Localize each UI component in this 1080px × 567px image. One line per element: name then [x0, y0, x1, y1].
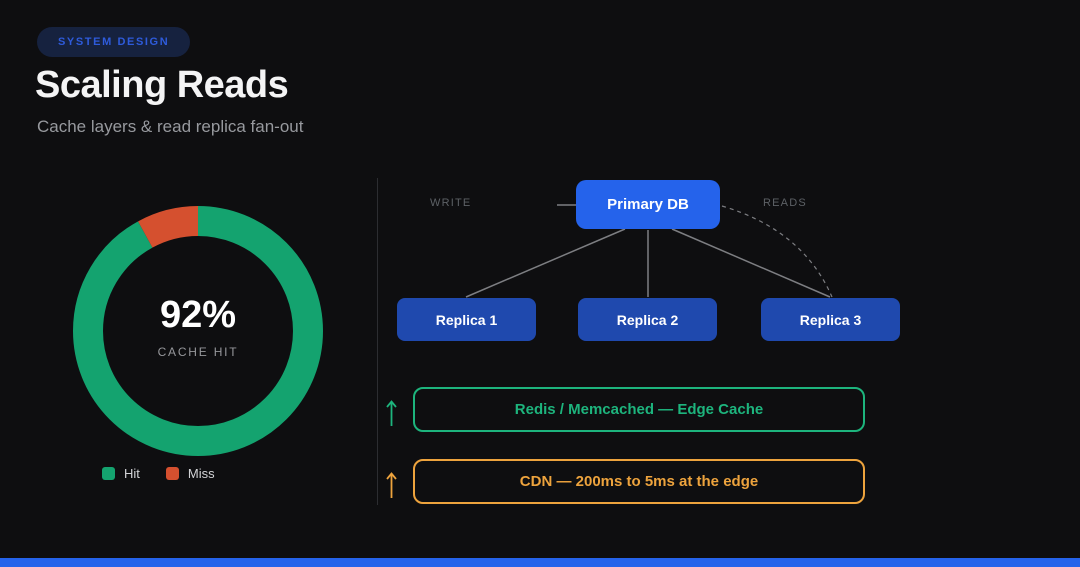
cdn-cache-label: CDN — 200ms to 5ms at the edge: [519, 473, 759, 490]
page-title: Scaling Reads: [35, 64, 289, 106]
section-divider: [377, 178, 378, 505]
bottom-accent-bar: [0, 558, 1080, 567]
replica-2-label: Replica 2: [616, 311, 679, 328]
reads-dashed-curve: [721, 205, 833, 298]
cache-hit-label: CACHE HIT: [157, 344, 239, 359]
replica-1-node: Replica 1: [397, 298, 536, 341]
donut-center: 92% CACHE HIT: [73, 201, 323, 451]
chart-legend: Hit Miss: [102, 466, 215, 481]
cache-hit-value: 92%: [159, 293, 237, 336]
write-label: WRITE: [430, 197, 472, 209]
legend-label-hit: Hit: [124, 466, 140, 481]
up-arrow-icon: [386, 400, 397, 426]
up-arrow-icon: [386, 472, 397, 498]
donut-rings: [73, 206, 323, 456]
primary-db-node: Primary DB: [576, 180, 720, 229]
page-subtitle: Cache layers & read replica fan-out: [37, 117, 304, 136]
legend-swatch: [102, 467, 115, 480]
redis-cache-box: Redis / Memcached — Edge Cache: [413, 387, 865, 432]
diagram-connectors: [465, 204, 833, 298]
replica-1-label: Replica 1: [435, 311, 498, 328]
primary-to-replica3-line: [671, 228, 831, 298]
replica-2-node: Replica 2: [578, 298, 717, 341]
cdn-cache-box: CDN — 200ms to 5ms at the edge: [413, 459, 865, 504]
cache-hit-donut-chart: 92% CACHE HIT: [73, 206, 323, 456]
legend-item-hit: Hit: [102, 466, 140, 481]
primary-to-replica1-line: [465, 228, 626, 298]
primary-db-label: Primary DB: [607, 196, 689, 213]
category-badge-label: SYSTEM DESIGN: [58, 36, 170, 48]
reads-label: READS: [763, 197, 807, 209]
legend-label-miss: Miss: [187, 466, 215, 481]
replica-3-node: Replica 3: [761, 298, 900, 341]
legend-item-miss: Miss: [165, 466, 215, 481]
donut-miss-segment: [73, 206, 323, 456]
replica-3-label: Replica 3: [799, 311, 862, 328]
legend-swatch: [165, 467, 179, 480]
redis-cache-label: Redis / Memcached — Edge Cache: [514, 401, 764, 418]
category-badge: SYSTEM DESIGN: [37, 27, 191, 57]
